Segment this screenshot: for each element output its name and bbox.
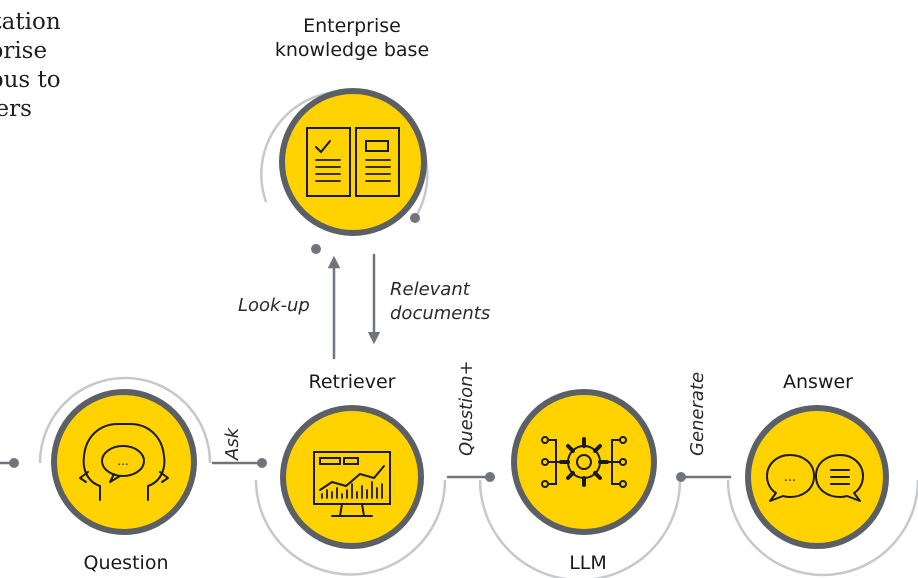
gear-network-icon	[541, 436, 627, 488]
knowledge-base-label-line1: Enterprise	[303, 15, 401, 37]
retriever-node	[280, 405, 424, 549]
llm-node	[511, 389, 657, 535]
connector-dot	[257, 458, 267, 468]
dashboard-chart-icon	[313, 451, 391, 517]
answer-outer-arc	[726, 479, 918, 577]
retriever-label: Retriever	[308, 371, 396, 393]
intro-line: orpus to	[0, 67, 61, 93]
intro-line: erprise	[0, 38, 48, 64]
connector-dot	[311, 244, 321, 254]
relevant-label-line1: Relevant	[390, 279, 470, 300]
question-plus-label: Question+	[456, 360, 477, 456]
chat-bubbles-icon	[766, 454, 864, 502]
ellipsis-text: ...	[784, 470, 796, 485]
relevant-label: Relevant documents	[390, 278, 490, 326]
connector-dot	[676, 472, 686, 482]
llm-label: LLM	[569, 552, 607, 574]
retriever-outer-arc	[254, 479, 447, 576]
relevant-label-line2: documents	[390, 303, 491, 324]
connector-dot	[9, 458, 19, 468]
connector-dot	[485, 472, 495, 482]
question-node	[51, 389, 197, 535]
intro-line: entation	[0, 9, 61, 35]
intro-text: entation erprise orpus to swers	[0, 8, 174, 124]
ellipsis-text: ...	[117, 454, 128, 468]
lookup-label: Look-up	[238, 295, 310, 316]
question-outer-arc	[38, 376, 212, 464]
knowledge-base-label-line2: knowledge base	[274, 39, 430, 61]
ask-label: Ask	[222, 427, 243, 460]
two-heads-speech-icon	[79, 423, 169, 501]
llm-outer-arc	[478, 479, 682, 578]
intro-line: swers	[0, 96, 32, 122]
answer-label: Answer	[783, 371, 853, 393]
knowledge-base-label: Enterprise knowledge base	[272, 14, 432, 62]
connector-dot	[410, 213, 420, 223]
question-label: Question	[83, 552, 169, 574]
generate-label: Generate	[687, 371, 708, 456]
knowledge-base-node	[279, 88, 427, 236]
open-book-icon	[306, 127, 400, 197]
